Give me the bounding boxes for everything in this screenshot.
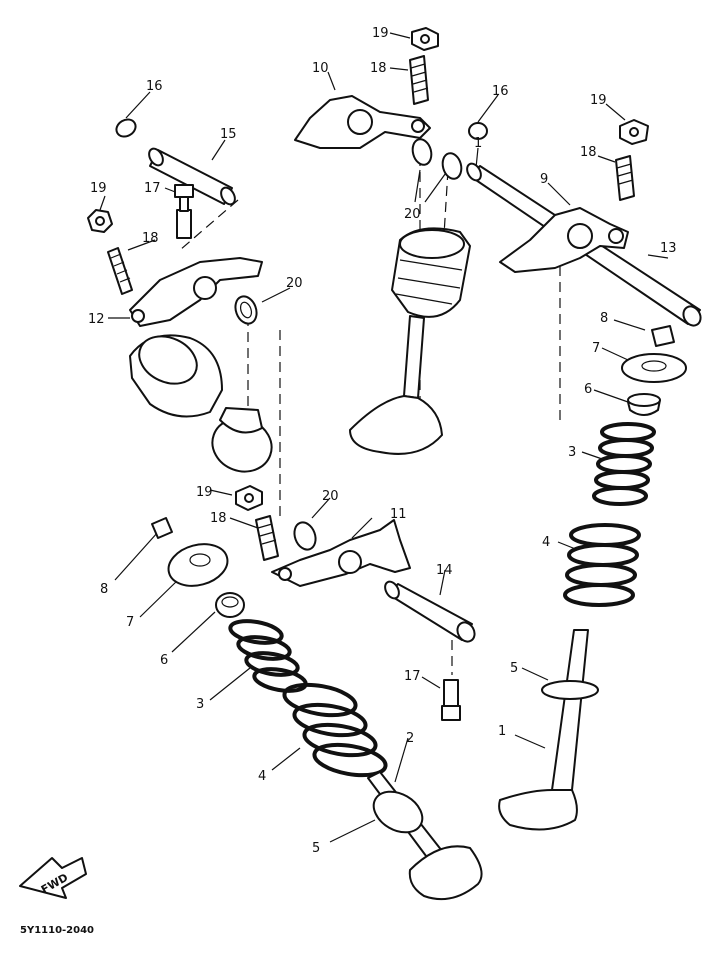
- valve-2-left: [367, 771, 483, 900]
- label-10: 10: [312, 61, 329, 76]
- collet-8-left: [151, 517, 173, 539]
- washer-20-left: [234, 295, 258, 325]
- label-20-left: 20: [286, 276, 303, 291]
- label-19-middle: 19: [196, 485, 213, 500]
- o-ring-16-left: [115, 118, 137, 138]
- nut-19-left: [87, 209, 113, 233]
- valve-stem-center: [349, 315, 443, 455]
- rocker-shaft-14: [384, 580, 476, 643]
- forward-direction-badge: FWD: [19, 857, 87, 899]
- nut-19-top: [411, 27, 439, 51]
- label-12: 12: [88, 312, 105, 327]
- label-18-top: 18: [370, 61, 387, 76]
- retainer-7-left: [167, 543, 229, 587]
- label-15: 15: [220, 127, 237, 142]
- label-11: 11: [390, 507, 407, 522]
- adjuster-screw-18-right: [615, 155, 635, 201]
- label-17-left: 17: [144, 181, 161, 196]
- rocker-arm-11: [271, 519, 411, 587]
- outer-spring-4-left: [282, 682, 388, 778]
- inner-spring-3-right: [592, 422, 656, 506]
- label-9: 9: [540, 172, 548, 187]
- label-20-middle: 20: [322, 489, 339, 504]
- retainer-7-right: [621, 353, 687, 383]
- label-5-left: 5: [312, 841, 320, 856]
- valve-lifter-left: [129, 334, 223, 418]
- label-2: 2: [406, 731, 414, 746]
- label-20-top: 20: [404, 207, 421, 222]
- inner-spring-3-left: [228, 619, 308, 693]
- label-19-right: 19: [590, 93, 607, 108]
- adjuster-screw-18-top: [409, 55, 429, 105]
- rocker-arm-9: [499, 207, 629, 273]
- rocker-arm-10: [294, 95, 431, 149]
- valve-1-right: [498, 629, 599, 831]
- rocker-shaft-15: [148, 147, 236, 206]
- label-16-right: 16: [492, 84, 509, 99]
- label-6-right: 6: [584, 382, 592, 397]
- label-4-right: 4: [542, 535, 550, 550]
- rocker-arm-12: [129, 257, 263, 327]
- label-1-upper: 1: [474, 136, 482, 151]
- diagram-code: 5Y1110-2040: [20, 925, 94, 936]
- label-19-top: 19: [372, 26, 389, 41]
- label-19-left: 19: [90, 181, 107, 196]
- adjuster-screw-18-left: [107, 247, 133, 295]
- valve-lifter-center: [391, 227, 471, 318]
- outer-spring-4-right: [563, 523, 641, 607]
- label-17-lower: 17: [404, 669, 421, 684]
- label-3-right: 3: [568, 445, 576, 460]
- label-5-right: 5: [510, 661, 518, 676]
- bolt-17-left: [174, 184, 194, 239]
- label-7-left: 7: [126, 615, 134, 630]
- spring-seat-6-left: [215, 592, 245, 618]
- washer-20-middle: [293, 521, 317, 551]
- label-18-right: 18: [580, 145, 597, 160]
- part-number-labels: 16 15 17 19 18 12 20 19 18 10 16 1 20 9 …: [88, 26, 677, 856]
- nut-19-right: [619, 119, 649, 145]
- label-8-left: 8: [100, 582, 108, 597]
- label-4-left: 4: [258, 769, 266, 784]
- bolt-17-lower: [441, 679, 461, 721]
- label-7-right: 7: [592, 341, 600, 356]
- label-16-left: 16: [146, 79, 163, 94]
- collet-8-right: [651, 325, 675, 347]
- label-8-right: 8: [600, 311, 608, 326]
- nut-19-middle: [235, 485, 263, 511]
- adjuster-screw-18-middle: [255, 515, 279, 561]
- label-14: 14: [436, 563, 453, 578]
- label-13: 13: [660, 241, 677, 256]
- spring-seat-6-right: [627, 393, 661, 416]
- label-3-left: 3: [196, 697, 204, 712]
- label-1-lower: 1: [498, 724, 506, 739]
- label-18-left: 18: [142, 231, 159, 246]
- label-18-middle: 18: [210, 511, 227, 526]
- valve-head-left-upper: [211, 407, 273, 473]
- label-6-left: 6: [160, 653, 168, 668]
- washers-20-top: [411, 138, 463, 180]
- o-ring-16-top: [468, 122, 488, 140]
